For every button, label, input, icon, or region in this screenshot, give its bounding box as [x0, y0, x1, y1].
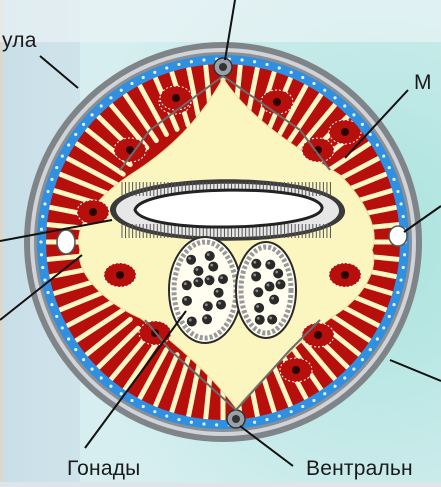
label-right: М [414, 72, 432, 93]
background-top-strip [0, 0, 441, 42]
label-gonads: Гонады [67, 458, 140, 479]
lateral-canal-right [389, 226, 407, 246]
intestine [110, 179, 345, 241]
gonad-left [169, 237, 241, 343]
ventral-nerve-cord [227, 410, 245, 428]
lateral-canal-left [57, 230, 75, 254]
label-top-left: ула [2, 30, 37, 51]
dorsal-nerve-cord [214, 58, 232, 76]
intestine-lumen [135, 190, 322, 227]
label-ventral: Вентральн [306, 458, 413, 479]
gonad-right [236, 242, 296, 338]
